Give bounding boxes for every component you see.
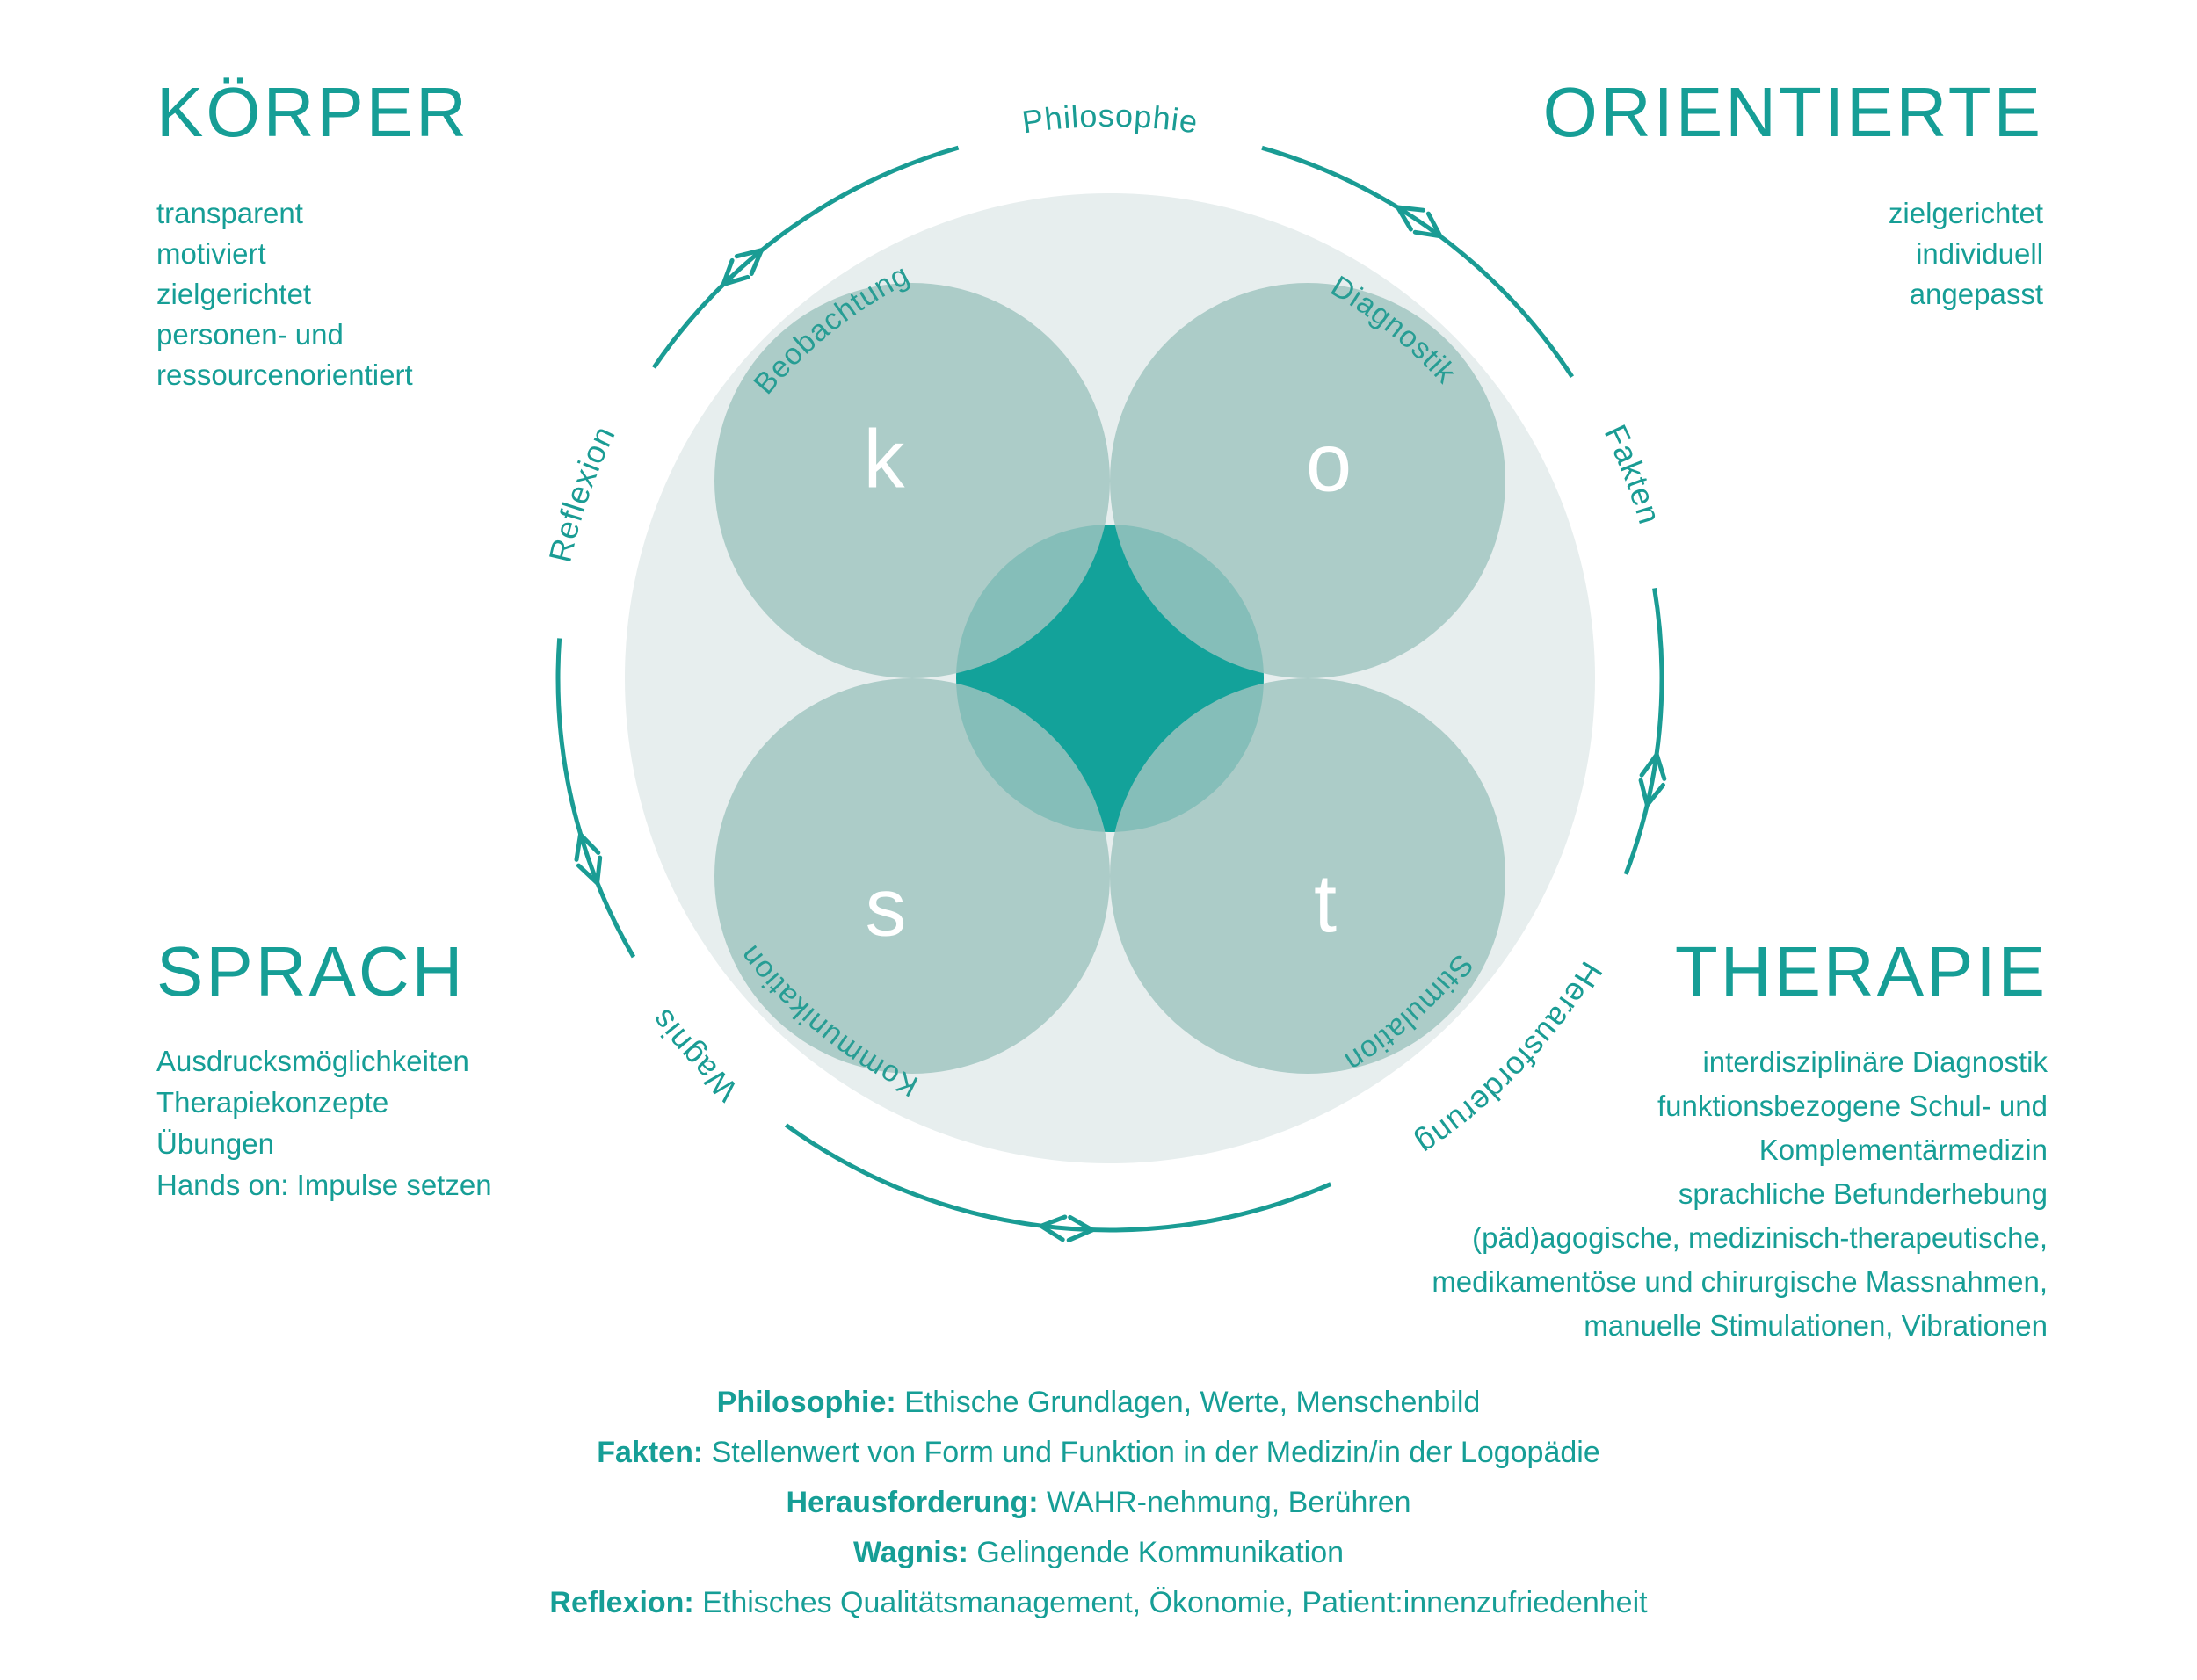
legend-line-herausforderung: Herausforderung: WAHR-nehmung, Berühren xyxy=(0,1478,2197,1528)
ring-arrowhead xyxy=(574,832,601,862)
list-item: interdisziplinäre Diagnostik xyxy=(1702,1046,2048,1078)
petal-circle-o xyxy=(1110,283,1505,678)
ring-label-philosophie: Philosophie xyxy=(1020,98,1201,141)
ring-arrowhead xyxy=(1412,211,1443,239)
list-item: manuelle Stimulationen, Vibrationen xyxy=(1584,1309,2048,1342)
legend-desc: Gelingende Kommunikation xyxy=(968,1536,1345,1569)
petal-circle-s xyxy=(714,678,1110,1074)
list-item: individuell xyxy=(1916,237,2043,270)
ring-arrowhead xyxy=(1638,778,1665,807)
list-item: Ausdrucksmöglichkeiten xyxy=(156,1045,469,1077)
legend: Philosophie: Ethische Grundlagen, Werte,… xyxy=(0,1378,2197,1628)
list-item: Komplementärmedizin xyxy=(1758,1133,2048,1166)
legend-line-wagnis: Wagnis: Gelingende Kommunikation xyxy=(0,1528,2197,1578)
section-title-koerper: KÖRPER xyxy=(156,73,469,151)
ring-arrows xyxy=(574,205,1667,1242)
section-title-sprach: SPRACH xyxy=(156,932,466,1010)
legend-term: Reflexion: xyxy=(549,1586,694,1619)
legend-line-philosophie: Philosophie: Ethische Grundlagen, Werte,… xyxy=(0,1378,2197,1428)
ring-arrowhead xyxy=(576,855,603,886)
ring-arrowhead xyxy=(1066,1214,1095,1242)
list-item: Hands on: Impulse setzen xyxy=(156,1169,492,1201)
ring-arrowhead xyxy=(734,248,765,276)
list-item: ressourcenorientiert xyxy=(156,358,413,391)
list-item: transparent xyxy=(156,197,303,229)
letter-o: o xyxy=(1306,416,1352,509)
ring-arrowhead xyxy=(1396,205,1425,232)
letter-t: t xyxy=(1314,858,1337,950)
section-title-orientierte: ORIENTIERTE xyxy=(1542,73,2043,151)
letter-s: s xyxy=(866,861,907,953)
list-item: (päd)agogische, medizinisch-therapeutisc… xyxy=(1472,1221,2048,1254)
legend-term: Philosophie: xyxy=(716,1386,896,1419)
list-item: zielgerichtet xyxy=(1888,197,2043,229)
ring-arrowhead xyxy=(721,257,750,287)
section-orientierte: ORIENTIERTE zielgerichtet individuell an… xyxy=(1543,77,2043,315)
section-list-koerper: transparent motiviert zielgerichtet pers… xyxy=(156,193,469,395)
list-item: zielgerichtet xyxy=(156,278,312,310)
section-list-orientierte: zielgerichtet individuell angepasst xyxy=(1543,193,2043,315)
list-item: motiviert xyxy=(156,237,266,270)
list-item: angepasst xyxy=(1909,278,2043,310)
ring-label-reflexion: Reflexion xyxy=(541,420,622,566)
list-item: Übungen xyxy=(156,1127,274,1160)
ring-arrowhead xyxy=(1039,1214,1068,1242)
ring-label-fakten: Fakten xyxy=(1598,419,1669,529)
list-item: Therapiekonzepte xyxy=(156,1086,389,1119)
legend-desc: WAHR-nehmung, Berühren xyxy=(1038,1486,1411,1519)
legend-line-fakten: Fakten: Stellenwert von Form und Funktio… xyxy=(0,1428,2197,1478)
section-therapie: THERAPIE interdisziplinäre Diagnostik fu… xyxy=(1432,937,2048,1348)
legend-desc: Stellenwert von Form und Funktion in der… xyxy=(703,1436,1600,1469)
section-list-therapie: interdisziplinäre Diagnostik funktionsbe… xyxy=(1432,1040,2048,1348)
petal-circle-t xyxy=(1110,678,1505,1074)
legend-desc: Ethisches Qualitätsmanagement, Ökonomie,… xyxy=(693,1586,1648,1619)
section-list-sprach: Ausdrucksmöglichkeiten Therapiekonzepte … xyxy=(156,1040,492,1206)
ring-label-wagnis: Wagnis xyxy=(643,1003,744,1109)
legend-desc: Ethische Grundlagen, Werte, Menschenbild xyxy=(895,1386,1481,1419)
legend-line-reflexion: Reflexion: Ethisches Qualitätsmanagement… xyxy=(0,1578,2197,1628)
list-item: sprachliche Befunderhebung xyxy=(1678,1177,2048,1210)
list-item: funktionsbezogene Schul- und xyxy=(1657,1090,2048,1122)
list-item: medikamentöse und chirurgische Massnahme… xyxy=(1432,1265,2048,1298)
petal-circle-k xyxy=(714,283,1110,678)
section-koerper: KÖRPER transparent motiviert zielgericht… xyxy=(156,77,469,395)
list-item: personen- und xyxy=(156,318,344,351)
legend-term: Wagnis: xyxy=(852,1536,968,1569)
legend-term: Herausforderung: xyxy=(786,1486,1039,1519)
section-sprach: SPRACH Ausdrucksmöglichkeiten Therapieko… xyxy=(156,937,492,1206)
legend-term: Fakten: xyxy=(597,1436,704,1469)
ring-arrowhead xyxy=(1639,752,1667,781)
section-title-therapie: THERAPIE xyxy=(1674,932,2048,1010)
letter-k: k xyxy=(864,413,906,505)
